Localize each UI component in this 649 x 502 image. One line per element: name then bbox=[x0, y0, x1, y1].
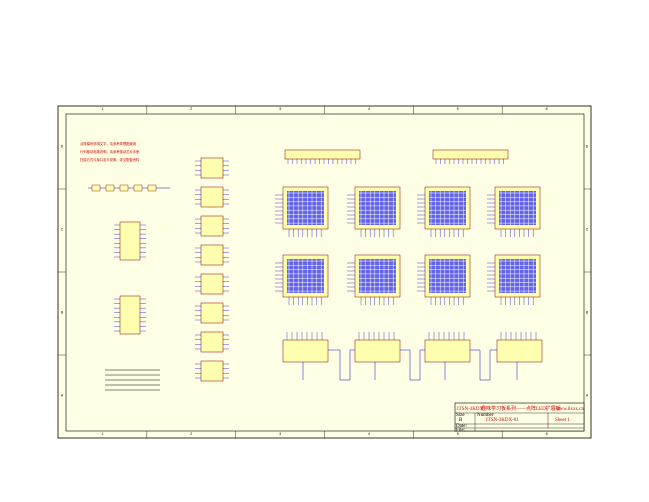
zone-number: 3 bbox=[279, 432, 281, 436]
sheet-number: Sheet 1 bbox=[555, 418, 570, 423]
led-matrix bbox=[417, 186, 471, 237]
size-label: Size bbox=[456, 413, 465, 418]
driver-chip bbox=[195, 215, 229, 237]
file-label: File: bbox=[456, 428, 465, 433]
zone-number: 2 bbox=[190, 432, 192, 436]
matrix-grid bbox=[359, 191, 396, 225]
chain-wire bbox=[400, 349, 425, 381]
resistor bbox=[119, 184, 129, 192]
drawing-number: ITSN-3KDX-01 bbox=[486, 418, 519, 423]
shift-register-chip bbox=[114, 295, 146, 335]
chip-body bbox=[200, 273, 224, 295]
zone-number: 4 bbox=[368, 107, 370, 111]
zone-number: 5 bbox=[457, 107, 459, 111]
title-block: ITSN-3KDX 趣味学习板系列——点阵LED扩展板 www.ilxxx.cn… bbox=[454, 402, 585, 433]
zone-letter: A bbox=[586, 394, 589, 398]
led-matrix bbox=[275, 186, 329, 237]
pin-header bbox=[284, 149, 361, 160]
matrix-grid bbox=[287, 259, 324, 293]
column-driver-chip bbox=[354, 332, 401, 380]
components bbox=[88, 149, 543, 391]
date-label: Date: bbox=[456, 424, 467, 429]
led-matrix bbox=[347, 186, 401, 237]
chip-body bbox=[200, 331, 224, 353]
led-matrix bbox=[417, 254, 471, 305]
zone-letter: D bbox=[586, 145, 589, 149]
driver-chip bbox=[195, 360, 229, 382]
chain-wire bbox=[328, 349, 355, 381]
design-notes: 点阵模块说明文字，请参考原理图使用行列驱动电路说明，请参考驱动芯片手册扫描方式与… bbox=[80, 141, 140, 162]
chain-wire bbox=[470, 349, 497, 381]
design-note: 点阵模块说明文字，请参考原理图使用 bbox=[80, 141, 136, 146]
matrix-grid bbox=[359, 259, 396, 293]
matrix-grid bbox=[429, 191, 466, 225]
chip-body bbox=[200, 244, 224, 266]
driver-chip bbox=[195, 157, 229, 179]
design-note: 行列驱动电路说明，请参考驱动芯片手册 bbox=[80, 149, 140, 154]
zone-letter: D bbox=[61, 145, 64, 149]
chip-body bbox=[424, 339, 471, 363]
title-project: 趣味学习板系列——点阵LED扩展板 bbox=[481, 405, 561, 412]
zone-letter: A bbox=[61, 394, 64, 398]
zone-number: 6 bbox=[546, 107, 548, 111]
title-company: ITSN-3KDX bbox=[457, 407, 483, 412]
design-note: 扫描方式与接口定义说明，详见配套资料 bbox=[80, 157, 140, 162]
matrix-grid bbox=[287, 191, 324, 225]
column-driver-chip bbox=[496, 332, 543, 380]
chip-body bbox=[496, 339, 543, 363]
chip-body bbox=[200, 360, 224, 382]
matrix-grid bbox=[499, 259, 536, 293]
resistor bbox=[147, 184, 157, 192]
zone-letter: C bbox=[61, 228, 64, 232]
chip-body bbox=[119, 295, 141, 335]
zone-letter: B bbox=[61, 311, 64, 315]
shift-register-chip bbox=[114, 221, 146, 261]
column-driver-chip bbox=[424, 332, 471, 380]
chip-body bbox=[200, 302, 224, 324]
chip-body bbox=[200, 186, 224, 208]
chip-body bbox=[200, 157, 224, 179]
zone-number: 1 bbox=[101, 432, 103, 436]
resistor bbox=[105, 184, 115, 192]
chip-body bbox=[200, 215, 224, 237]
chip-body bbox=[354, 339, 401, 363]
zone-number: 2 bbox=[190, 107, 192, 111]
led-matrix bbox=[275, 254, 329, 305]
led-matrix bbox=[347, 254, 401, 305]
zone-number: 3 bbox=[279, 107, 281, 111]
pin-header bbox=[432, 149, 509, 160]
resistor bbox=[91, 184, 101, 192]
column-driver-chip bbox=[282, 332, 329, 380]
zone-number: 4 bbox=[368, 432, 370, 436]
led-matrix bbox=[487, 186, 541, 237]
zone-number: 5 bbox=[457, 432, 459, 436]
chip-body bbox=[282, 339, 329, 363]
matrix-grid bbox=[499, 191, 536, 225]
number-label: Number bbox=[477, 413, 494, 418]
title-website: www.ilxxx.cn bbox=[556, 407, 585, 412]
resistor bbox=[133, 184, 143, 192]
revision: B bbox=[459, 418, 463, 423]
zone-letter: B bbox=[586, 311, 589, 315]
chip-body bbox=[119, 221, 141, 261]
inner-frame bbox=[65, 113, 585, 432]
zone-number: 6 bbox=[546, 432, 548, 436]
zone-number: 1 bbox=[101, 107, 103, 111]
driver-chip bbox=[195, 331, 229, 353]
driver-chip bbox=[195, 273, 229, 295]
zone-letter: C bbox=[586, 228, 589, 232]
driver-chip bbox=[195, 302, 229, 324]
matrix-grid bbox=[429, 259, 466, 293]
driver-chip bbox=[195, 244, 229, 266]
led-matrix bbox=[487, 254, 541, 305]
driver-chip bbox=[195, 186, 229, 208]
